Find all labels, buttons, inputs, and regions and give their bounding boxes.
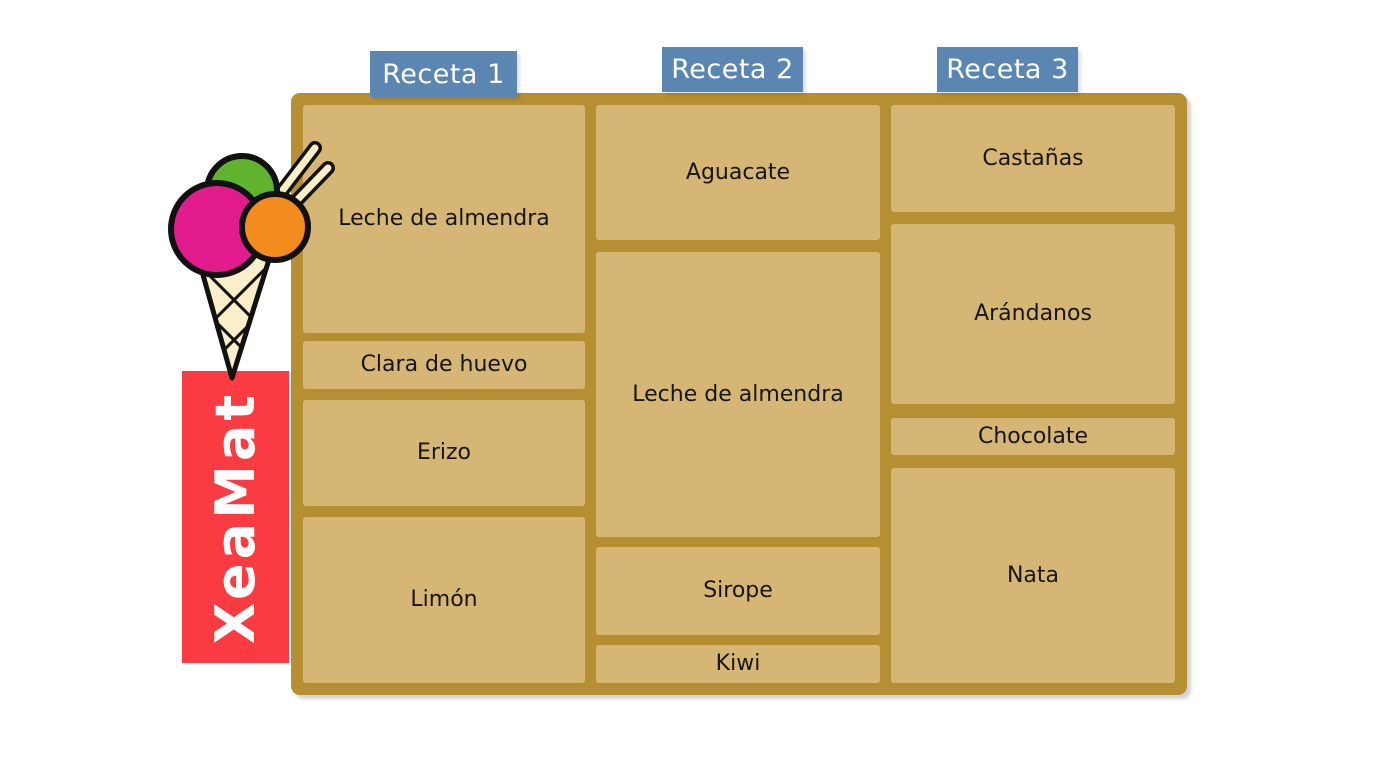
recipe-header-3: Receta 3 [937,47,1078,92]
ingredient-cell: Chocolate [891,418,1175,455]
recipes-board: Leche de almendra Clara de huevo Erizo L… [291,93,1187,695]
ingredient-cell: Leche de almendra [596,252,880,537]
recipe-3-column: Castañas Arándanos Chocolate Nata [891,105,1175,683]
ingredient-cell: Erizo [303,400,585,506]
ingredient-cell: Aguacate [596,105,880,240]
orange-scoop [239,191,311,263]
brand-banner: XeaMat [182,371,289,663]
recipe-header-2: Receta 2 [662,47,803,92]
recipe-header-1: Receta 1 [370,51,517,97]
ice-cream-cone-icon [168,141,335,381]
ingredient-cell: Kiwi [596,645,880,683]
recipe-1-column: Leche de almendra Clara de huevo Erizo L… [303,105,585,683]
ingredient-cell: Sirope [596,547,880,635]
ingredient-cell: Leche de almendra [303,105,585,333]
ingredient-cell: Nata [891,468,1175,683]
ingredient-cell: Castañas [891,105,1175,212]
ingredient-cell: Arándanos [891,224,1175,404]
brand-name: XeaMat [204,390,267,644]
ingredient-cell: Clara de huevo [303,341,585,389]
recipe-2-column: Aguacate Leche de almendra Sirope Kiwi [596,105,880,683]
ingredient-cell: Limón [303,517,585,683]
